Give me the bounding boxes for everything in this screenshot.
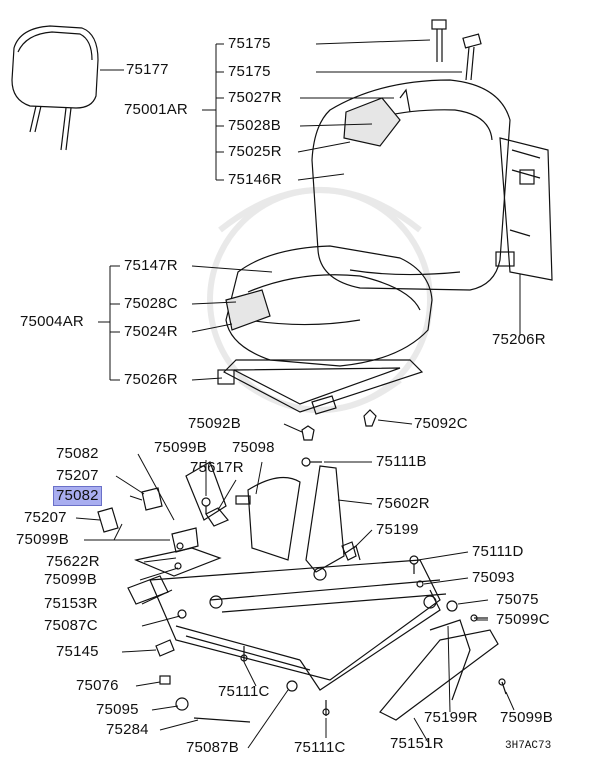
part-label-75207: 75207 (56, 467, 99, 484)
back-panel-drawing (495, 137, 553, 281)
seat-cushion-drawing (225, 245, 433, 367)
headrest-guide-drawing (431, 19, 482, 81)
part-label-75099C: 75099C (496, 611, 550, 628)
part-label-75146R: 75146R (228, 171, 282, 188)
part-label-75111B: 75111B (376, 453, 427, 470)
part-label-75095: 75095 (96, 701, 139, 718)
part-label-75617R: 75617R (190, 459, 244, 476)
cover-parts-drawing (97, 461, 251, 605)
part-label-75207: 75207 (24, 509, 67, 526)
leader-lines (75, 39, 521, 749)
part-label-75098: 75098 (232, 439, 275, 456)
part-label-75175: 75175 (228, 35, 271, 52)
part-label-75199: 75199 (376, 521, 419, 538)
part-label-75025R: 75025R (228, 143, 282, 160)
part-label-75099B: 75099B (500, 709, 553, 726)
side-cover-drawing (379, 619, 499, 721)
part-label-75151R: 75151R (390, 735, 444, 752)
part-label-75602R: 75602R (376, 495, 430, 512)
headrest-drawing (11, 25, 99, 151)
part-label-75027R: 75027R (228, 89, 282, 106)
part-label-75111C: 75111C (294, 739, 346, 756)
part-label-75028B: 75028B (228, 117, 281, 134)
part-label-75092C: 75092C (414, 415, 468, 432)
part-label-75111C: 75111C (218, 683, 270, 700)
part-label-75082: 75082 (56, 445, 99, 462)
part-label-75087C: 75087C (44, 617, 98, 634)
part-label-75004AR: 75004AR (20, 313, 84, 330)
part-label-75087B: 75087B (186, 739, 239, 756)
part-label-75093: 75093 (472, 569, 515, 586)
part-label-75075: 75075 (496, 591, 539, 608)
cushion-pan-drawing (217, 359, 424, 415)
seat-back-drawing (311, 79, 511, 291)
part-label-75622R: 75622R (46, 553, 100, 570)
part-label-75284: 75284 (106, 721, 149, 738)
seat-frame-drawing (149, 465, 447, 691)
part-label-75099B: 75099B (154, 439, 207, 456)
bolts-drawing (155, 457, 507, 723)
part-label-75001AR: 75001AR (124, 101, 188, 118)
part-label-75082-highlighted[interactable]: 75082 (53, 486, 102, 506)
part-label-75026R: 75026R (124, 371, 178, 388)
diagram-code: 3H7AC73 (505, 740, 552, 752)
part-label-75092B: 75092B (188, 415, 241, 432)
part-label-75199R: 75199R (424, 709, 478, 726)
part-label-75177: 75177 (126, 61, 169, 78)
watermark-emblem (207, 187, 433, 413)
part-label-75145: 75145 (56, 643, 99, 660)
part-label-75099B: 75099B (44, 571, 97, 588)
part-label-75153R: 75153R (44, 595, 98, 612)
part-label-75111D: 75111D (472, 543, 524, 560)
clips-drawing (301, 409, 377, 441)
part-label-75024R: 75024R (124, 323, 178, 340)
part-label-75206R: 75206R (492, 331, 546, 348)
part-label-75099B: 75099B (16, 531, 69, 548)
part-label-75028C: 75028C (124, 295, 178, 312)
part-label-75076: 75076 (76, 677, 119, 694)
part-label-75175: 75175 (228, 63, 271, 80)
part-label-75147R: 75147R (124, 257, 178, 274)
